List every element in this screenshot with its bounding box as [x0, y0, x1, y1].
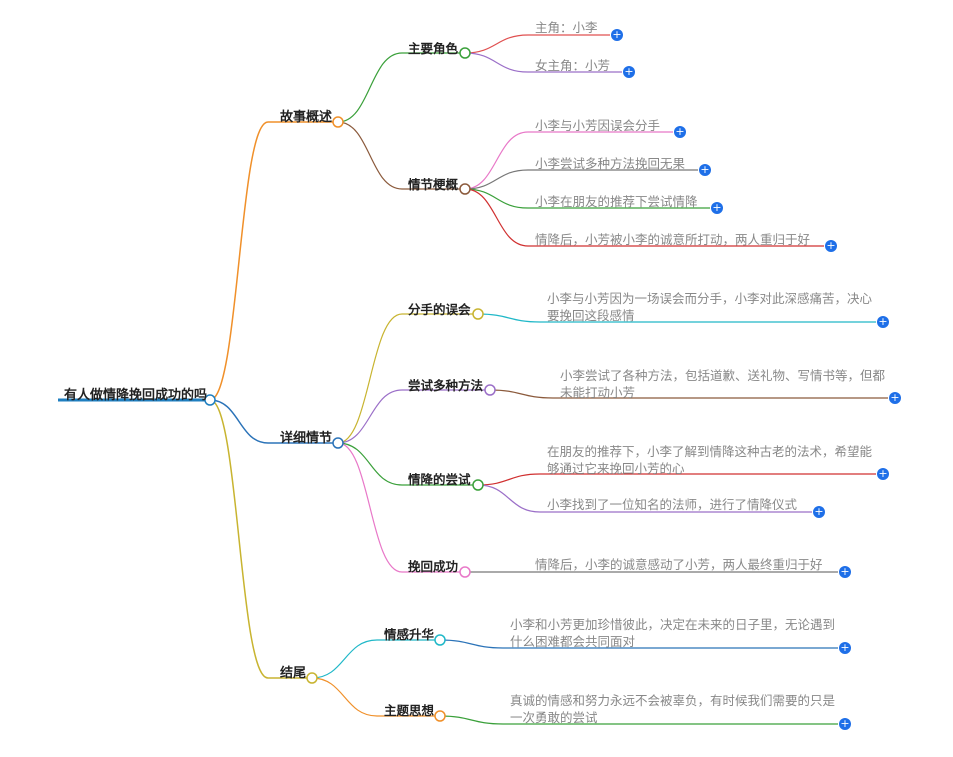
topic-label: 主要角色 — [408, 41, 459, 56]
topic-label: 情节梗概 — [408, 177, 459, 192]
topic-edge — [337, 442, 403, 486]
branch-label: 故事概述 — [280, 110, 333, 125]
expand-button[interactable]: + — [839, 641, 851, 654]
leaf-label: 真诚的情感和努力永远不会被辜负，有时候我们需要的只是一次勇敢的尝试 — [510, 693, 836, 725]
expand-button[interactable]: + — [611, 28, 623, 41]
leaf-edge — [464, 188, 529, 209]
topic-node-circle — [472, 308, 484, 320]
expand-button[interactable]: + — [877, 467, 889, 480]
topic-node-circle — [434, 710, 446, 722]
topic-edge — [337, 52, 403, 123]
branch-edge — [209, 399, 269, 444]
branch-edge — [209, 399, 269, 679]
expand-button[interactable]: + — [699, 163, 711, 176]
leaf-label: 小李与小芳因误会分手 — [535, 118, 661, 133]
topic-edge — [337, 442, 403, 573]
leaf-edge — [477, 473, 541, 486]
leaf-label: 小李尝试了各种方法，包括道歉、送礼物、写情书等，但都未能打动小芳 — [560, 368, 886, 400]
leaf-edge — [464, 34, 529, 54]
leaf-label: 小李找到了一位知名的法师，进行了情降仪式 — [547, 497, 798, 512]
topic-edge — [337, 121, 403, 190]
branch-edge — [209, 121, 269, 401]
expand-button[interactable]: + — [813, 505, 825, 518]
leaf-edge — [464, 169, 529, 190]
topic-label: 分手的误会 — [408, 302, 471, 317]
leaf-label: 女主角：小芳 — [535, 58, 611, 73]
leaf-label: 情降后，小李的诚意感动了小芳，两人最终重归于好 — [535, 557, 823, 572]
topic-edge — [311, 639, 378, 679]
leaf-edge — [439, 639, 504, 649]
topic-node-circle — [459, 183, 471, 195]
leaf-label: 主角：小李 — [535, 20, 598, 35]
leaf-label: 情降后，小芳被小李的诚意所打动，两人重归于好 — [535, 232, 811, 247]
expand-button[interactable]: + — [839, 565, 851, 578]
topic-label: 情感升华 — [384, 627, 435, 642]
topic-node-circle — [472, 479, 484, 491]
expand-button[interactable]: + — [889, 391, 901, 404]
leaf-edge — [477, 313, 541, 323]
leaf-edge — [477, 484, 541, 513]
expand-button[interactable]: + — [711, 201, 723, 214]
leaf-edge — [489, 389, 554, 399]
topic-label: 挽回成功 — [408, 559, 459, 574]
leaf-edge — [464, 52, 529, 73]
leaf-edge — [464, 188, 529, 247]
leaf-label: 小李与小芳因为一场误会而分手，小李对此深感痛苦，决心要挽回这段感情 — [547, 291, 873, 323]
leaf-label: 小李在朋友的推荐下尝试情降 — [535, 194, 698, 209]
expand-button[interactable]: + — [839, 717, 851, 730]
expand-button[interactable]: + — [674, 125, 686, 138]
topic-node-circle — [459, 47, 471, 59]
branch-label: 结尾 — [280, 666, 307, 681]
branch-label: 详细情节 — [280, 431, 333, 446]
topic-node-circle — [459, 566, 471, 578]
expand-button[interactable]: + — [623, 65, 635, 78]
branch-node-circle — [332, 437, 344, 449]
leaf-label: 小李和小芳更加珍惜彼此，决定在未来的日子里，无论遇到什么困难都会共同面对 — [510, 617, 836, 649]
leaf-label: 小李尝试多种方法挽回无果 — [535, 156, 686, 171]
root-node-circle — [204, 394, 216, 406]
topic-edge — [337, 389, 403, 444]
topic-label: 情降的尝试 — [408, 472, 471, 487]
topic-edge — [337, 313, 403, 444]
topic-node-circle — [484, 384, 496, 396]
expand-button[interactable]: + — [877, 315, 889, 328]
topic-node-circle — [434, 634, 446, 646]
branch-node-circle — [306, 672, 318, 684]
root-label: 有人做情降挽回成功的吗 — [64, 388, 208, 403]
topic-label: 尝试多种方法 — [408, 378, 484, 393]
topic-edge — [311, 677, 378, 717]
leaf-edge — [439, 715, 504, 725]
leaf-label: 在朋友的推荐下，小李了解到情降这种古老的法术，希望能够通过它来挽回小芳的心 — [547, 444, 873, 476]
topic-label: 主题思想 — [384, 703, 435, 718]
leaf-edge — [464, 131, 529, 190]
branch-node-circle — [332, 116, 344, 128]
expand-button[interactable]: + — [825, 239, 837, 252]
